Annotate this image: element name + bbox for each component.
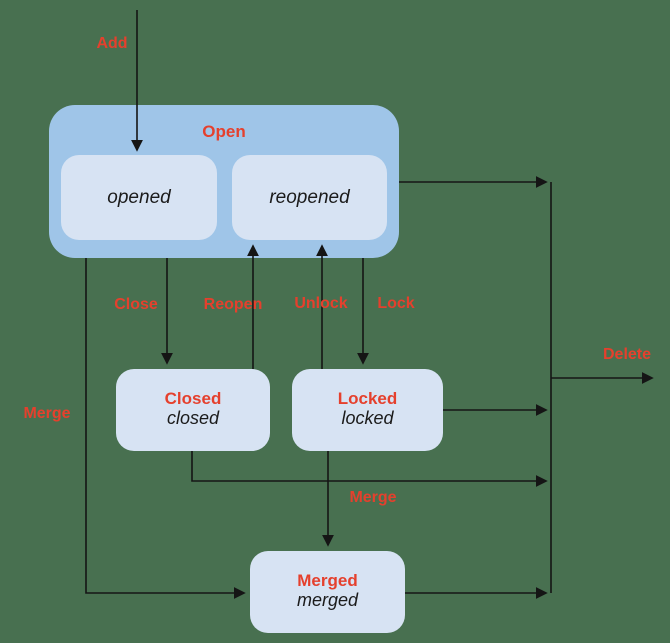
edge-closed-to-bus-arrow [191, 451, 548, 487]
state-locked-title: Locked [337, 389, 398, 409]
state-merged-name: merged [296, 590, 359, 611]
transition-label-unlock: Unlock [294, 295, 348, 312]
transition-label-merge-from-open: Merge [23, 405, 71, 422]
transition-label-merge-to-merged: Merge [349, 489, 397, 506]
state-locked-name: locked [341, 408, 394, 429]
transition-label-delete: Delete [602, 346, 652, 363]
transition-label-close: Close [114, 296, 158, 313]
state-opened: opened [61, 155, 217, 240]
state-merged: Merged merged [250, 551, 405, 633]
state-open-title: Open [202, 122, 246, 141]
transition-label-reopen: Reopen [203, 296, 263, 313]
state-locked: Locked locked [292, 369, 443, 451]
state-opened-name: opened [107, 186, 171, 208]
state-closed-name: closed [166, 408, 220, 429]
state-merged-title: Merged [297, 571, 358, 591]
transition-label-add: Add [96, 35, 128, 52]
state-reopened: reopened [232, 155, 387, 240]
state-reopened-name: reopened [269, 186, 350, 208]
transition-label-lock: Lock [377, 295, 415, 312]
state-closed: Closed closed [116, 369, 270, 451]
state-closed-title: Closed [164, 389, 222, 409]
